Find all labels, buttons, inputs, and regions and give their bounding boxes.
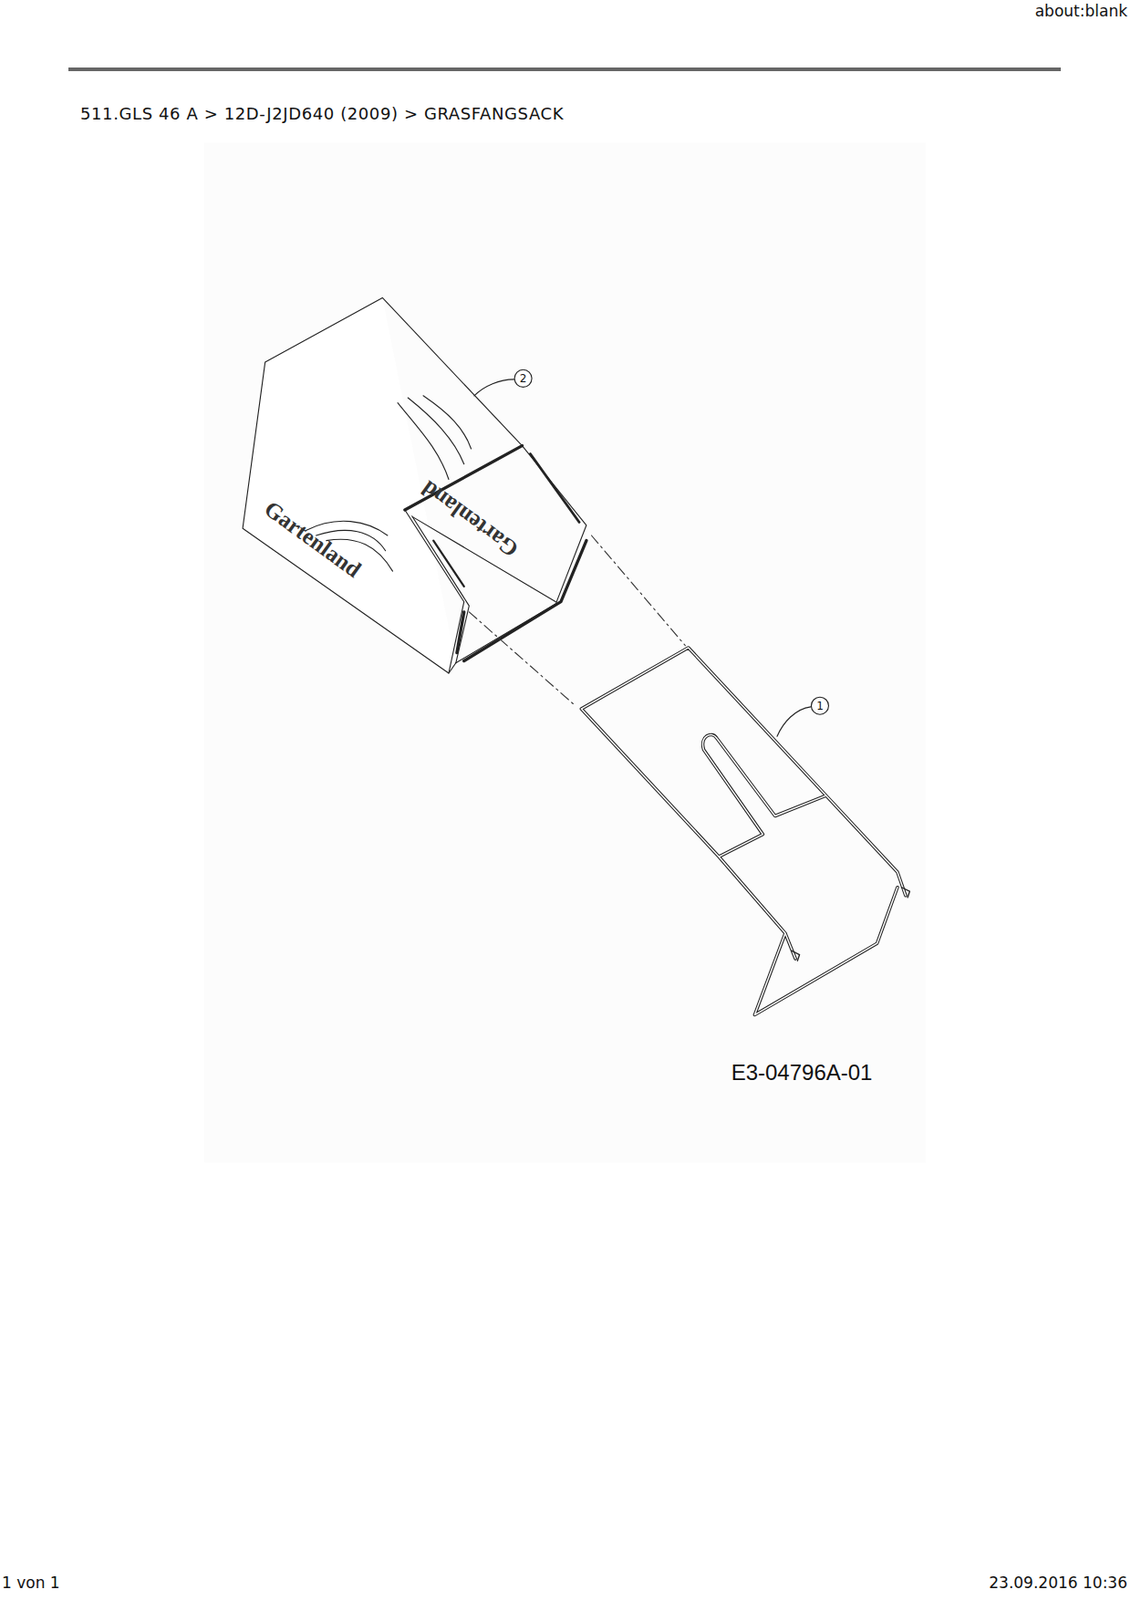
bag-frame [581, 647, 910, 1016]
browser-url: about:blank [1035, 3, 1128, 20]
drawing-number: E3-04796A-01 [731, 1061, 873, 1084]
breadcrumb-title: 511.GLS 46 A > 12D-J2JD640 (2009) > GRAS… [80, 105, 564, 123]
callout-number: 2 [519, 373, 528, 384]
drawing-ground [204, 143, 927, 1163]
page-count: 1 von 1 [1, 1575, 61, 1591]
header-rule [68, 67, 1061, 72]
print-date: 23.09.2016 10:36 [988, 1575, 1128, 1591]
callout-leader [474, 369, 830, 737]
callout-number: 1 [816, 700, 824, 712]
grass-bag [242, 297, 587, 673]
assembly-line [468, 535, 685, 704]
